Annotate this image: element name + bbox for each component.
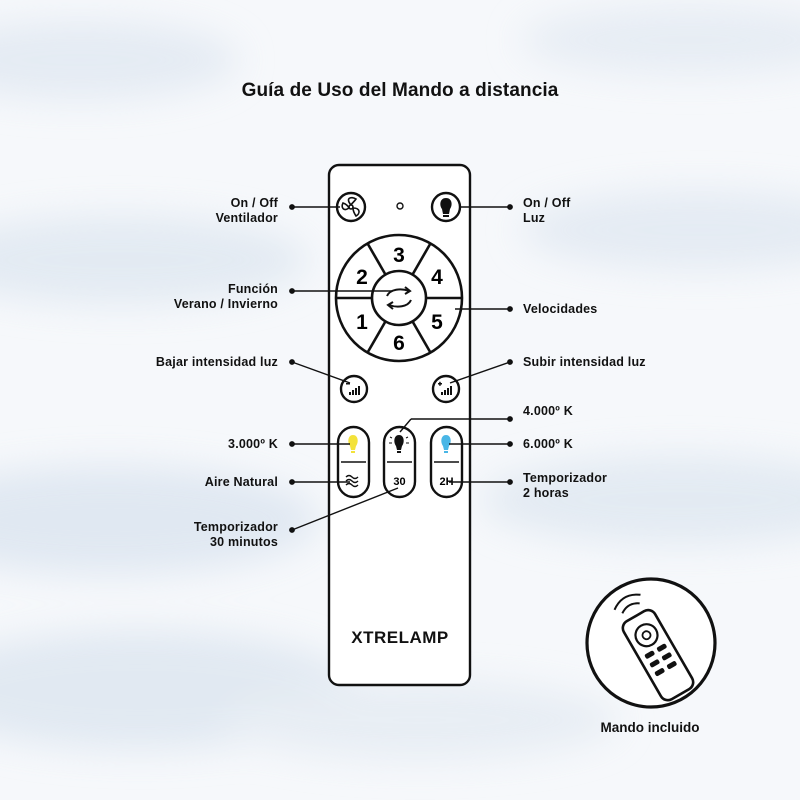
leader-lines <box>289 204 513 533</box>
wind-waves-icon <box>345 474 359 488</box>
remote-included-caption: Mando incluido <box>600 720 700 735</box>
signal-bars-plus-icon <box>438 381 452 395</box>
signal-bars-icon <box>346 383 360 395</box>
label-dim-up: Subir intensidad luz <box>523 355 646 369</box>
dim-up-button <box>431 374 461 404</box>
dim-down-button <box>339 374 369 404</box>
pill-key-3000k-air <box>336 425 371 499</box>
dial-number-5: 5 <box>431 311 443 334</box>
dial-number-2: 2 <box>356 266 368 289</box>
pill-key-4000k-30: 30 <box>382 425 417 499</box>
dial-number-4: 4 <box>431 266 443 289</box>
remote-included-icon <box>585 577 717 709</box>
signal-waves-icon <box>613 593 641 614</box>
label-6000k: 6.000º K <box>523 437 573 451</box>
label-natural-air: Aire Natural <box>204 475 278 489</box>
brand-logo: XTRELAMP <box>351 628 449 647</box>
bulb-icon <box>440 198 452 217</box>
cold-bulb-icon <box>441 435 451 453</box>
light-onoff-button <box>430 191 462 223</box>
fan-onoff-button <box>335 191 367 223</box>
timer-2h-key-label: 2H <box>439 476 453 488</box>
season-swap-icon <box>386 286 412 310</box>
dial-number-3: 3 <box>393 244 405 267</box>
dial-number-6: 6 <box>393 332 405 355</box>
neutral-bulb-icon <box>389 435 409 453</box>
pill-key-6000k-2h: 2H <box>429 425 464 499</box>
speed-dial: 3 4 5 6 1 2 <box>334 233 464 363</box>
label-3000k: 3.000º K <box>228 437 278 451</box>
warm-bulb-icon <box>348 435 358 453</box>
dial-number-1: 1 <box>356 311 368 334</box>
timer-30-key-label: 30 <box>393 476 405 488</box>
label-4000k: 4.000º K <box>523 404 573 418</box>
label-dim-down: Bajar intensidad luz <box>155 355 278 369</box>
fan-icon <box>341 196 360 218</box>
led-indicator <box>396 202 404 210</box>
label-speeds: Velocidades <box>523 302 598 316</box>
page-title: Guía de Uso del Mando a distancia <box>241 80 559 101</box>
